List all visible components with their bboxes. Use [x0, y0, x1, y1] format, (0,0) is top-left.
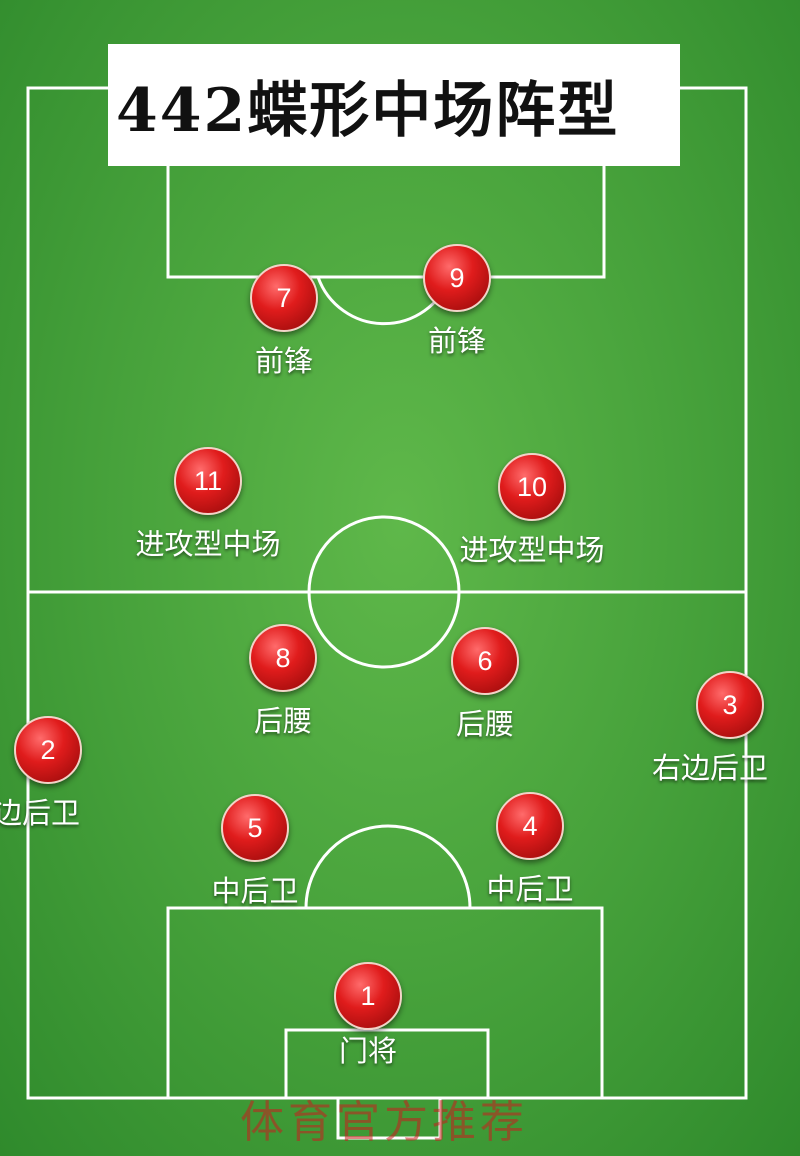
player-number-badge: 5 [221, 794, 289, 862]
player-number-badge: 2 [14, 716, 82, 784]
player-role-label: 中后卫 [486, 872, 574, 906]
bottom-penalty-arc [304, 824, 472, 909]
player-number-badge: 1 [334, 962, 402, 1030]
player-role-label: 门将 [338, 1034, 397, 1068]
goal [336, 1096, 442, 1140]
player-number-badge: 8 [249, 624, 317, 692]
player-number-badge: 10 [498, 453, 566, 521]
player-role-label: 后腰 [455, 707, 514, 741]
player-role-label: 中后卫 [211, 874, 299, 908]
player-role-label: 前锋 [254, 344, 313, 378]
player-number-badge: 6 [451, 627, 519, 695]
player-role-label: 后腰 [253, 704, 312, 738]
player-number-badge: 11 [174, 447, 242, 515]
player-number-badge: 4 [496, 792, 564, 860]
player-number-badge: 7 [250, 264, 318, 332]
player-role-label: 前锋 [427, 324, 486, 358]
watermark-text: 体育官方推荐 [240, 1097, 528, 1148]
player-number-badge: 3 [696, 671, 764, 739]
center-circle [307, 515, 461, 669]
player-role-label: 进攻型中场 [135, 527, 281, 561]
player-role-label: 右边后卫 [652, 751, 769, 785]
player-role-label: 左边后卫 [0, 796, 81, 830]
title-box: 442蝶形中场阵型 [108, 44, 680, 166]
page-title: 442蝶形中场阵型 [116, 75, 620, 146]
top-penalty-box [166, 158, 606, 279]
player-number-badge: 9 [423, 244, 491, 312]
player-role-label: 进攻型中场 [459, 533, 605, 567]
